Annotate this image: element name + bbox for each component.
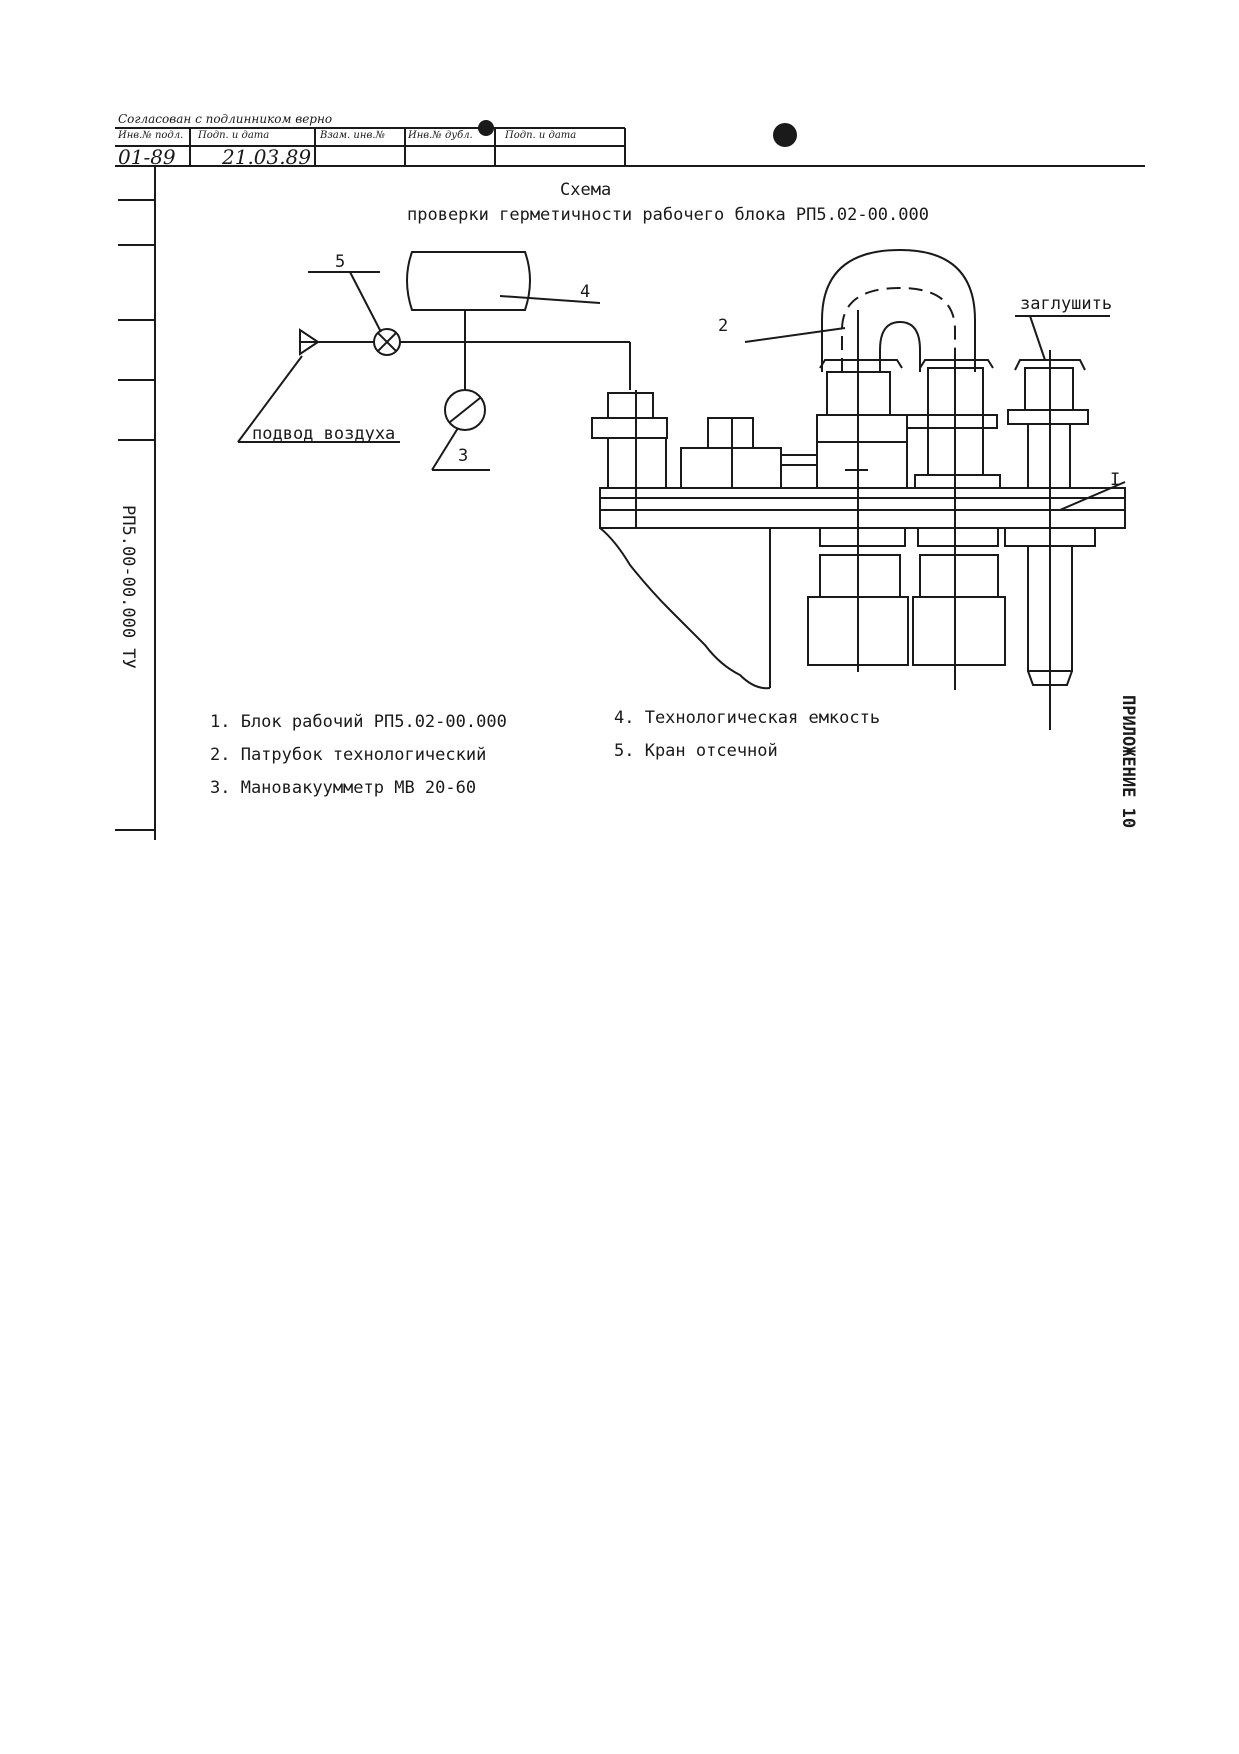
legend-item-2: 2. Патрубок технологический	[210, 745, 487, 765]
callout-plug: заглушить	[1020, 294, 1113, 314]
stamp-header-dup: Инв.№ дубл.	[408, 130, 473, 141]
legend-item-5: 5. Кран отсечной	[614, 741, 778, 761]
stamp-inv-value: 01-89	[118, 145, 176, 169]
appendix-label: ПРИЛОЖЕНИЕ 10	[1118, 695, 1138, 829]
legend-item-4: 4. Технологическая емкость	[614, 708, 881, 728]
callout-2: 2	[718, 316, 729, 336]
diagram-title: Схема	[560, 180, 612, 200]
side-document-code: РП5.00-00.000 ТУ	[118, 505, 138, 669]
stamp-header-replace: Взам. инв.№	[320, 130, 385, 141]
legend-item-3: 3. Мановакуумметр МВ 20-60	[210, 778, 477, 798]
callout-1: I	[1110, 470, 1121, 490]
legend-item-1: 1. Блок рабочий РП5.02-00.000	[210, 712, 507, 732]
callout-4: 4	[580, 282, 591, 302]
stamp-header-sign2: Подп. и дата	[505, 130, 577, 141]
callout-5: 5	[335, 252, 346, 272]
diagram-subtitle: проверки герметичности рабочего блока РП…	[407, 205, 929, 225]
stamp-header-inv: Инв.№ подл.	[118, 130, 184, 141]
stamp-top-line: Согласован с подлинником верно	[118, 112, 333, 126]
callout-air-supply: подвод воздуха	[252, 424, 396, 444]
stamp-date-value: 21.03.89	[222, 145, 312, 169]
ink-blot	[773, 123, 797, 147]
stamp-header-sign: Подп. и дата	[198, 130, 270, 141]
callout-3: 3	[458, 446, 469, 466]
